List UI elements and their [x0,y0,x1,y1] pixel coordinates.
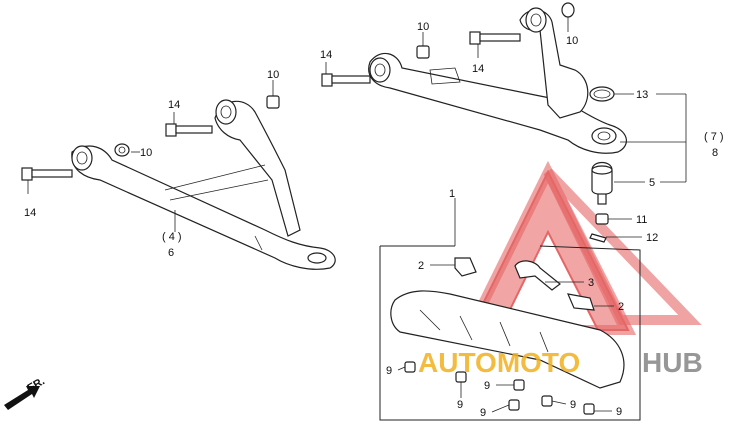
leader-lines [27,17,687,413]
callout-9: 9 [616,406,622,418]
nut-10-c [416,45,430,59]
callout-7: ( 7 ) [704,131,724,143]
nut-10-a [114,143,130,157]
callout-10: 10 [417,21,429,33]
nut-10-b [266,95,280,109]
callout-6: 6 [168,247,174,259]
bracket-2-b [567,293,595,311]
bolt-14-d [469,31,521,45]
front-direction-arrow: FR. [4,375,47,410]
bracket-2-a [454,257,477,277]
fr-label: FR. [26,375,47,394]
upper-arm [368,7,627,154]
callout-14: 14 [320,49,332,61]
cotter-pin-12 [589,233,607,243]
skid-plate-1 [390,290,625,389]
nut-10-d [561,2,575,18]
callout-9: 9 [386,365,392,377]
callout-10: 10 [267,69,279,81]
callout-13: 13 [636,89,648,101]
callout-14: 14 [24,207,36,219]
bolt-9-a [404,361,416,373]
callout-9: 9 [480,407,486,419]
bolt-14-a [21,167,73,181]
callout-9: 9 [570,399,576,411]
lower-arm [71,99,336,270]
callout-14: 14 [472,63,484,75]
callout-12: 12 [646,232,658,244]
bolt-9-e [541,395,553,407]
callout-14: 14 [168,99,180,111]
ball-joint-5 [591,161,613,205]
callout-2: 2 [618,301,624,313]
skid-plate-group-frame [379,245,641,421]
callout-5: 5 [649,177,655,189]
callout-9: 9 [484,380,490,392]
watermark-part1: AUTOMOTO [418,347,580,378]
callout-10: 10 [566,35,578,47]
bracket-3 [514,260,561,291]
callout-2: 2 [418,260,424,272]
castle-nut-11 [595,213,609,225]
callout-1: 1 [449,188,455,200]
watermark-text: AUTOMOTO HUB [418,347,703,378]
callout-4: ( 4 ) [162,231,182,243]
watermark-part2: HUB [642,347,703,378]
callout-10: 10 [140,147,152,159]
bolt-14-b [165,123,213,137]
bolt-14-c [321,73,371,87]
callout-8: 8 [712,147,718,159]
callout-9: 9 [457,399,463,411]
bolt-9-c [513,379,525,391]
callout-11: 11 [636,214,647,226]
bolt-9-f [583,403,595,415]
callout-3: 3 [588,277,594,289]
bolt-9-d [508,399,520,411]
